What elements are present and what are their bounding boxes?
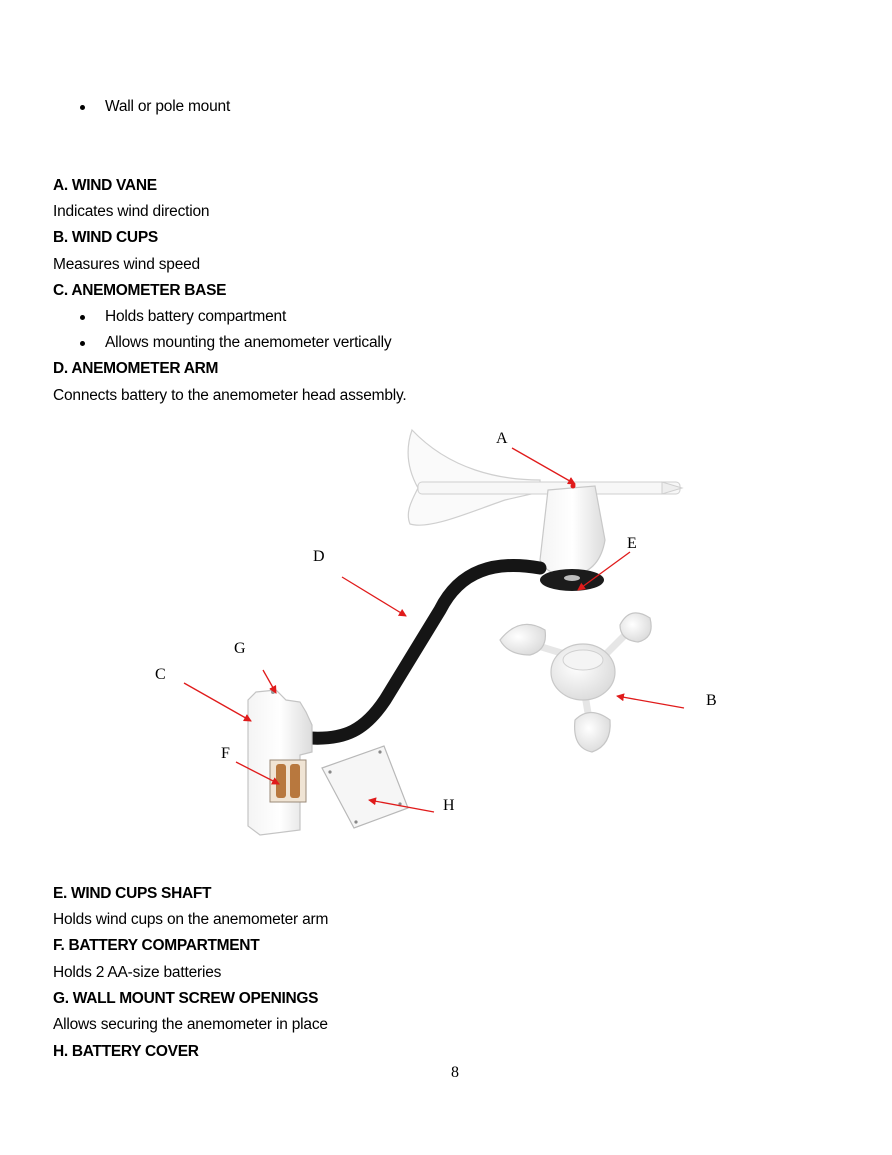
wind-cups xyxy=(500,613,651,752)
callout-h: H xyxy=(443,797,455,815)
callout-c: C xyxy=(155,666,166,684)
battery-cover xyxy=(322,746,408,828)
text-wall-mount-screw-openings: Allows securing the anemometer in place xyxy=(53,1016,328,1034)
callout-d: D xyxy=(313,548,325,566)
callout-b: B xyxy=(706,692,717,710)
callout-g: G xyxy=(234,640,246,658)
arrow-g xyxy=(263,670,276,693)
page-number: 8 xyxy=(451,1064,459,1082)
arrow-c xyxy=(184,683,251,721)
anemometer-base xyxy=(248,690,312,835)
heading-battery-cover: H. BATTERY COVER xyxy=(53,1043,199,1061)
arrow-a xyxy=(512,448,575,484)
callout-a: A xyxy=(496,430,508,448)
callout-e: E xyxy=(627,535,637,553)
heading-wind-cups-shaft: E. WIND CUPS SHAFT xyxy=(53,885,211,903)
callout-f: F xyxy=(221,745,230,763)
arrow-b xyxy=(617,696,684,708)
arrow-d xyxy=(342,577,406,616)
text-battery-compartment: Holds 2 AA-size batteries xyxy=(53,964,221,982)
anemometer-arm xyxy=(310,565,540,738)
heading-battery-compartment: F. BATTERY COMPARTMENT xyxy=(53,937,259,955)
text-wind-cups-shaft: Holds wind cups on the anemometer arm xyxy=(53,911,328,929)
heading-wall-mount-screw-openings: G. WALL MOUNT SCREW OPENINGS xyxy=(53,990,318,1008)
